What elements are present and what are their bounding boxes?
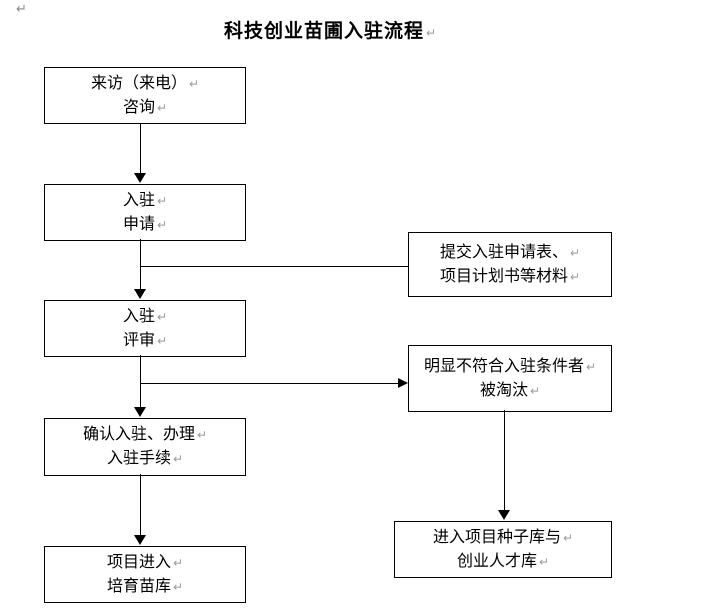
- flow-box-line: 入驻↵: [123, 189, 167, 213]
- connector-review-confirm: [140, 355, 141, 408]
- flow-box-text: 提交入驻申请表、: [439, 243, 568, 261]
- paragraph-mark: ↵: [156, 333, 168, 348]
- flow-box-text: 明显不符合入驻条件者: [423, 357, 584, 375]
- flow-box-text: 入驻: [122, 307, 155, 325]
- flow-box-line: 提交入驻申请表、↵: [440, 241, 580, 265]
- flow-box-text: 项目进入: [106, 553, 171, 571]
- flow-box-text: 进入项目种子库与: [432, 528, 561, 546]
- paragraph-mark: ↵: [196, 428, 208, 442]
- flow-box-review: 入驻↵ 评审↵: [44, 300, 246, 357]
- flow-box-text: 被淘汰: [479, 381, 528, 399]
- flow-box-text: 确认入驻、办理: [82, 426, 195, 443]
- page-title: 科技创业苗圃入驻流程↵: [0, 16, 660, 43]
- flow-box-text: 培育苗库: [106, 577, 171, 595]
- flow-box-line: 申请↵: [123, 213, 167, 237]
- connector-confirm-nursery: [140, 474, 141, 536]
- flow-box-line: 来访（来电）↵: [91, 72, 199, 96]
- paragraph-mark: ↵: [562, 530, 574, 545]
- flow-box-line: 被淘汰↵: [480, 379, 540, 403]
- paragraph-mark: ↵: [156, 193, 168, 208]
- flow-box-text: 创业人才库: [456, 552, 537, 570]
- flow-box-line: 入驻↵: [123, 305, 167, 329]
- flow-box-consult: 来访（来电）↵ 咨询↵: [44, 67, 246, 124]
- flow-box-text: 来访（来电）: [90, 74, 187, 92]
- paragraph-mark: ↵: [569, 269, 581, 284]
- flow-box-line: 培育苗库↵: [107, 575, 183, 599]
- paragraph-mark: ↵: [585, 359, 597, 374]
- flow-box-text: 入驻: [122, 191, 155, 209]
- flow-box-line: 入驻手续↵: [107, 447, 183, 471]
- paragraph-mark: ↵: [16, 2, 27, 17]
- flow-box-seed-bank: 进入项目种子库与↵ 创业人才库↵: [394, 521, 612, 578]
- connector-apply-review: [140, 239, 141, 290]
- paragraph-mark: ↵: [172, 555, 184, 570]
- page-title-text: 科技创业苗圃入驻流程: [223, 21, 424, 42]
- connector-apply-submit-materials: [140, 266, 408, 267]
- paragraph-mark: ↵: [538, 554, 550, 569]
- flow-box-line: 确认入驻、办理↵: [83, 423, 207, 447]
- flow-box-nursery: 项目进入↵ 培育苗库↵: [44, 546, 246, 603]
- arrowhead-down: [498, 510, 510, 520]
- flow-box-submit-materials: 提交入驻申请表、↵ 项目计划书等材料↵: [408, 232, 612, 297]
- paragraph-mark: ↵: [172, 579, 184, 594]
- paragraph-mark: ↵: [188, 76, 200, 91]
- flow-box-line: 项目计划书等材料↵: [440, 265, 580, 289]
- paragraph-mark: ↵: [172, 452, 184, 466]
- paragraph-mark: ↵: [156, 217, 168, 232]
- flow-box-line: 明显不符合入驻条件者↵: [424, 355, 596, 379]
- flow-box-line: 评审↵: [123, 329, 167, 353]
- arrowhead-down: [134, 407, 146, 417]
- flow-box-confirm: 确认入驻、办理↵ 入驻手续↵: [44, 418, 246, 476]
- paragraph-mark: ↵: [529, 383, 541, 398]
- connector-eliminated-seed-bank: [504, 410, 505, 511]
- flow-box-line: 进入项目种子库与↵: [433, 526, 573, 550]
- connector-consult-apply: [140, 123, 141, 174]
- arrowhead-down: [134, 535, 146, 545]
- arrowhead-right: [398, 378, 408, 388]
- arrowhead-down: [134, 173, 146, 183]
- paragraph-mark: ↵: [569, 245, 581, 260]
- flow-box-line: 创业人才库↵: [457, 550, 549, 574]
- arrowhead-down: [134, 289, 146, 299]
- flow-box-text: 咨询: [122, 98, 155, 116]
- paragraph-mark: ↵: [156, 309, 168, 324]
- flow-box-apply: 入驻↵ 申请↵: [44, 184, 246, 241]
- flow-box-line: 项目进入↵: [107, 551, 183, 575]
- flow-box-line: 咨询↵: [123, 96, 167, 120]
- flow-box-text: 申请: [122, 215, 155, 233]
- paragraph-mark: ↵: [425, 26, 437, 40]
- connector-review-eliminated: [140, 383, 398, 384]
- flow-box-eliminated: 明显不符合入驻条件者↵ 被淘汰↵: [408, 345, 612, 412]
- flow-box-text: 入驻手续: [106, 450, 171, 467]
- paragraph-mark: ↵: [156, 100, 168, 115]
- flow-box-text: 项目计划书等材料: [439, 267, 568, 285]
- flow-box-text: 评审: [122, 331, 155, 349]
